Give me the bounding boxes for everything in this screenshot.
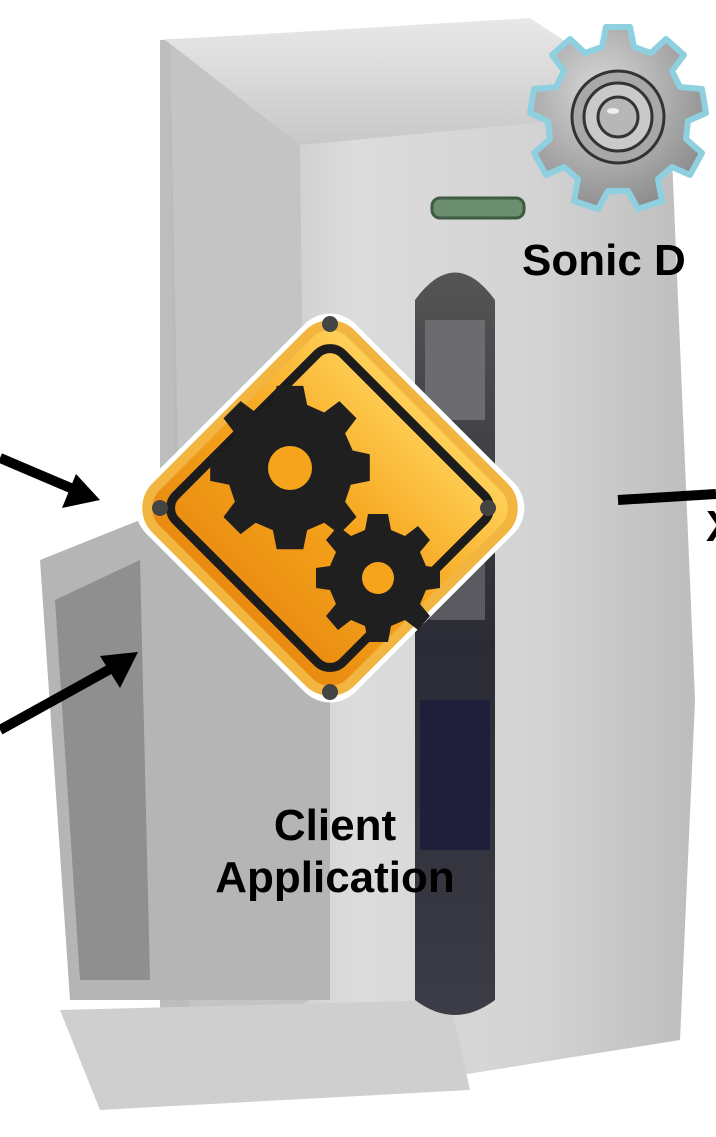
client-label-line2: Application xyxy=(215,853,455,902)
sonic-label: Sonic D xyxy=(522,236,686,285)
arrow-left-bottom xyxy=(0,652,138,735)
gear-icon xyxy=(527,24,709,212)
client-label-line1: Client xyxy=(273,801,397,850)
arrow-right xyxy=(617,489,716,505)
arrow-left-top xyxy=(0,453,100,508)
status-led xyxy=(430,196,526,220)
warning-sign-gears-icon xyxy=(135,313,525,703)
client-application-label: Client Application xyxy=(150,800,520,904)
right-edge-label: X xyxy=(706,502,716,552)
